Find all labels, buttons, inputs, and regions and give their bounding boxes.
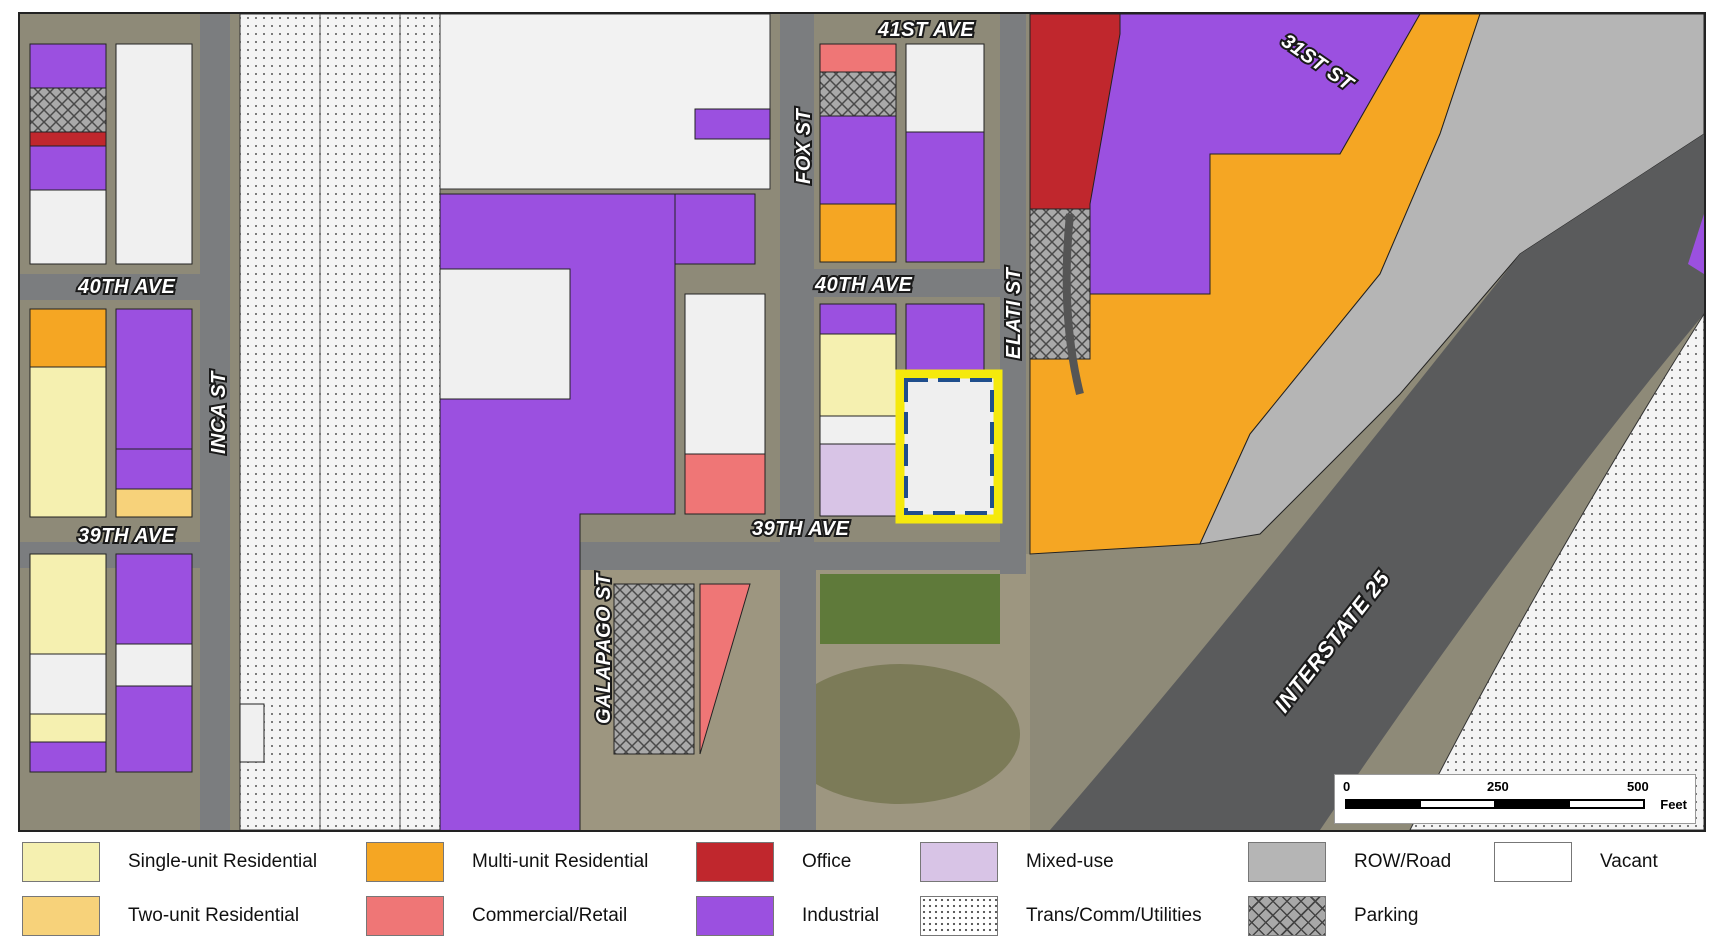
legend-swatch-multi-unit xyxy=(366,842,444,882)
scale-segment xyxy=(1420,801,1494,807)
legend-swatch-commercial xyxy=(366,896,444,936)
scale-segment xyxy=(1567,801,1643,807)
scale-segment xyxy=(1347,801,1421,807)
scale-tick-0: 0 xyxy=(1343,779,1351,794)
legend-swatch-trans-comm xyxy=(920,896,998,936)
subject-site xyxy=(895,369,1003,524)
street-label-elati-st: ELATI ST xyxy=(1003,266,1025,359)
green-field xyxy=(820,574,1000,644)
legend-item-mixed-use: Mixed-use xyxy=(920,840,1114,884)
east-blocks xyxy=(1029,14,1704,555)
legend-label: Single-unit Residential xyxy=(128,851,318,872)
street-label-40th-ave-west: 40TH AVE xyxy=(77,276,176,298)
street-label-inca-st: INCA ST xyxy=(208,370,230,454)
legend-label: Mixed-use xyxy=(1026,851,1114,872)
west-blocks xyxy=(29,43,265,773)
fox-elati-blocks xyxy=(819,43,985,517)
legend-swatch-vacant xyxy=(1494,842,1572,882)
street-label-galapago-st: GALAPAGO ST xyxy=(593,572,615,724)
legend-item-multi-unit: Multi-unit Residential xyxy=(366,840,648,884)
legend-item-trans-comm: Trans/Comm/Utilities xyxy=(920,894,1202,938)
legend-swatch-industrial xyxy=(696,896,774,936)
scale-tick-500: 500 xyxy=(1627,779,1649,794)
legend-swatch-office xyxy=(696,842,774,882)
legend-swatch-row-road xyxy=(1248,842,1326,882)
legend-label: Commercial/Retail xyxy=(472,905,628,926)
scale-track xyxy=(1345,799,1645,809)
legend-item-parking: Parking xyxy=(1248,894,1418,938)
roundabout-green xyxy=(780,664,1020,804)
land-use-map[interactable]: 41ST AVE 31ST ST FOX ST 40TH AVE 40TH AV… xyxy=(18,12,1706,832)
legend-swatch-single-unit xyxy=(22,842,100,882)
legend-swatch-mixed-use xyxy=(920,842,998,882)
street-label-39th-ave-west: 39TH AVE xyxy=(78,525,176,547)
legend-label: Office xyxy=(802,851,852,872)
legend-label: Industrial xyxy=(802,905,880,926)
legend-label: Multi-unit Residential xyxy=(472,851,649,872)
street-grid xyxy=(20,14,1026,830)
vacant-lot-north xyxy=(439,14,771,190)
subject-site-dash xyxy=(904,378,994,515)
legend-item-office: Office xyxy=(696,840,851,884)
central-blocks xyxy=(439,108,771,830)
legend-label: ROW/Road xyxy=(1354,851,1452,872)
legend-label: Vacant xyxy=(1600,851,1658,872)
scale-tick-250: 250 xyxy=(1487,779,1509,794)
legend-item-industrial: Industrial xyxy=(696,894,879,938)
legend-item-row-road: ROW/Road xyxy=(1248,840,1451,884)
legend-item-single-unit: Single-unit Residential xyxy=(22,840,317,884)
scale-unit: Feet xyxy=(1660,797,1687,812)
legend-item-vacant: Vacant xyxy=(1494,840,1658,884)
map-canvas: 41ST AVE 31ST ST FOX ST 40TH AVE 40TH AV… xyxy=(20,14,1704,830)
industrial-edge-east xyxy=(1688,214,1704,274)
legend-swatch-two-unit xyxy=(22,896,100,936)
legend-item-two-unit: Two-unit Residential xyxy=(22,894,299,938)
street-label-41st-ave: 41ST AVE xyxy=(877,19,974,41)
legend-item-commercial: Commercial/Retail xyxy=(366,894,627,938)
legend-label: Trans/Comm/Utilities xyxy=(1026,905,1202,926)
rail-corridor xyxy=(239,14,441,830)
legend: Single-unit Residential Two-unit Residen… xyxy=(0,832,1716,947)
street-label-39th-ave-east: 39TH AVE xyxy=(752,518,850,540)
street-label-fox-st: FOX ST xyxy=(793,107,815,184)
street-label-40th-ave-east: 40TH AVE xyxy=(814,274,913,296)
legend-label: Two-unit Residential xyxy=(128,905,300,926)
scale-bar: 0 250 500 Feet xyxy=(1334,774,1696,824)
scale-segment xyxy=(1494,801,1568,807)
interstate-corridor xyxy=(1050,134,1704,830)
legend-label: Parking xyxy=(1354,905,1419,926)
legend-swatch-parking xyxy=(1248,896,1326,936)
